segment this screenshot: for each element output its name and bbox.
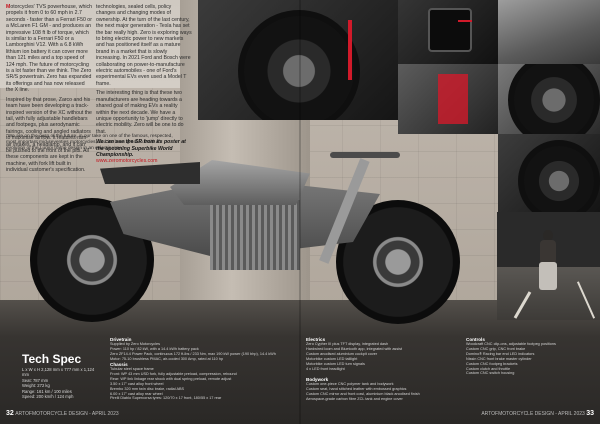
wheel-detail: [238, 10, 360, 120]
red-accent: [458, 20, 472, 22]
spec-block-line: Motor: 75-10 brushless PMAC, air-cooled …: [110, 356, 224, 361]
spec-block-heading: Bodywork: [306, 377, 329, 382]
spec-line: Weight: 272 kg: [22, 383, 50, 389]
footer-label-right: ARTOFMOTORCYCLE DESIGN - APRIL 2023: [481, 411, 585, 417]
spec-line: Seat: 787 mm: [22, 377, 49, 383]
footer-label-left: ARTOFMOTORCYCLE DESIGN - APRIL 2023: [15, 411, 119, 417]
spec-block-line: Supplied by Zero Motorcycles: [110, 342, 161, 346]
spec-block-line: Custom one-piece CNC polymer tank and bo…: [306, 382, 394, 386]
page-number-right: 33: [586, 410, 594, 417]
spec-block-line: 6.00 x 17" cast alloy rear wheel: [110, 391, 163, 396]
spec-block-heading: Chassis: [110, 362, 128, 367]
page-number-left: 32: [6, 410, 14, 417]
spec-block-line: Motorbike custom LED taillight: [306, 356, 358, 361]
red-accent: [348, 20, 352, 80]
website-link[interactable]: www.zeromotorcycles.com: [96, 158, 158, 165]
column-paragraph-1: technologies, sealed cells, policy chang…: [96, 4, 192, 87]
rider-torso: [540, 240, 556, 264]
spec-block-line: Custom CNC switch housing: [466, 371, 515, 376]
spec-block-line: Hardwired loom and Bluetooth app, integr…: [306, 346, 403, 351]
battery-pack: [210, 200, 300, 270]
spec-block-line: Custom CNC footpeg brackets: [466, 361, 518, 366]
spec-block-controls: Controls Woodcraft CNC clip-ons, adjusta…: [466, 337, 594, 376]
spec-block-line: Aerospace-grade carbon fibre ZCL tank an…: [306, 396, 403, 401]
spec-block-line: Custom anodised aluminium cockpit cover: [306, 351, 378, 356]
spec-block-bodywork: Bodywork Custom one-piece CNC polymer ta…: [306, 377, 476, 402]
spec-block-line: Custom clutch and throttle: [466, 366, 511, 371]
dashboard-screen: [428, 8, 472, 52]
photo-brake: [498, 64, 600, 134]
tech-spec-list: L x W x H 2,128 mm x 777 mm x 1,124 mm S…: [22, 367, 102, 399]
spec-line: L x W x H 2,128 mm x 777 mm x 1,124 mm: [22, 367, 95, 378]
spec-block-line: Zero Cypher III plus TFT display, integr…: [306, 342, 389, 346]
spec-block-chassis: Chassis Tubular steel space frame Front:…: [110, 362, 280, 401]
tech-spec-title: Tech Spec: [22, 352, 82, 366]
rider-head: [543, 230, 553, 241]
wheel-detail: [518, 140, 600, 212]
photo-rear-wheel: [198, 0, 400, 120]
second-column: technologies, sealed cells, policy chang…: [96, 4, 192, 165]
photo-red-detail: [398, 64, 498, 134]
spec-block-line: 3.50 x 17" cast alloy front wheel: [110, 381, 164, 386]
spec-block-heading: Electrics: [306, 337, 326, 342]
footer-right: ARTOFMOTORCYCLE DESIGN - APRIL 2023 33: [481, 410, 594, 417]
closing-quote: We can see the SR from its poster at the…: [96, 139, 186, 158]
spec-block-line: Front: WP 43 mm USD fork, fully adjustab…: [110, 371, 237, 376]
spec-block-heading: Controls: [466, 337, 485, 342]
spec-block-line: Domino® Racing bar end LED indicators: [466, 351, 535, 356]
spec-block-heading: Drivetrain: [110, 337, 132, 342]
rider: [537, 230, 559, 290]
intro-paragraph-3: "We are on the cusp of the future, in ou…: [6, 134, 173, 151]
spec-block-line: Custom CNC grip, CNC front brake: [466, 346, 526, 351]
spec-block-line: Nissin CNC front brake master cylinder: [466, 356, 532, 361]
column-paragraph-2: The interesting thing is that these two …: [96, 90, 184, 135]
footer-left: 32 ARTOFMOTORCYCLE DESIGN - APRIL 2023: [6, 410, 119, 417]
spec-block-line: Rear: WP link linkage rear shock with du…: [110, 376, 232, 381]
handlebar: [330, 152, 400, 158]
intro-paragraph-1: Motorcycles' TVS powerhouse, which prope…: [6, 4, 92, 94]
spec-block-line: Zero ZF14.4 Power Pack, continuous 172 f…: [110, 351, 276, 356]
spec-line: Range: 161 km / 100 miles: [22, 388, 72, 394]
seat: [100, 162, 200, 184]
spec-block-line: Pirelli Diablo Supercorsa tyres: 120/70 …: [110, 396, 222, 401]
spec-block-line: Tubular steel space frame: [110, 367, 154, 371]
spec-block-line: Power: 110 hp / 82 kW, with a 14.4 kWh b…: [110, 346, 199, 351]
spec-block-line: Custom CNC mirror and front cowl, alumin…: [306, 391, 420, 396]
spec-block-electrics: Electrics Zero Cypher III plus TFT displ…: [306, 337, 456, 371]
photo-front-wheel: [498, 134, 600, 212]
intro-paragraph-2: Inspired by that prose, Zarco and his te…: [6, 96, 92, 174]
intro-column: Motorcycles' TVS powerhouse, which prope…: [6, 4, 92, 174]
photo-riding: [497, 212, 600, 320]
spec-block-drivetrain: Drivetrain Supplied by Zero Motorcycles …: [110, 337, 280, 362]
photo-handlebar: [498, 0, 600, 64]
spec-block-line: Woodcraft CNC clip-ons, adjustable footp…: [466, 342, 556, 346]
hero-motorcycle: [30, 140, 480, 324]
spec-block-line: Brembo 320 mm twin disc brake, radial AB…: [110, 386, 185, 391]
spec-block-line: Motorbike custom LED turn signals: [306, 361, 365, 366]
photo-dashboard: [398, 0, 498, 64]
spec-block-line: 4 x LED front headlight: [306, 366, 345, 371]
spec-line: Speed: 200 km/h / 124 mph: [22, 394, 74, 400]
rider-bike: [539, 262, 557, 290]
spec-block-line: Custom seat, hand stitched leather with …: [306, 386, 407, 391]
brake-disc: [508, 64, 600, 134]
page-gutter: [299, 0, 301, 424]
red-panel: [438, 74, 468, 124]
